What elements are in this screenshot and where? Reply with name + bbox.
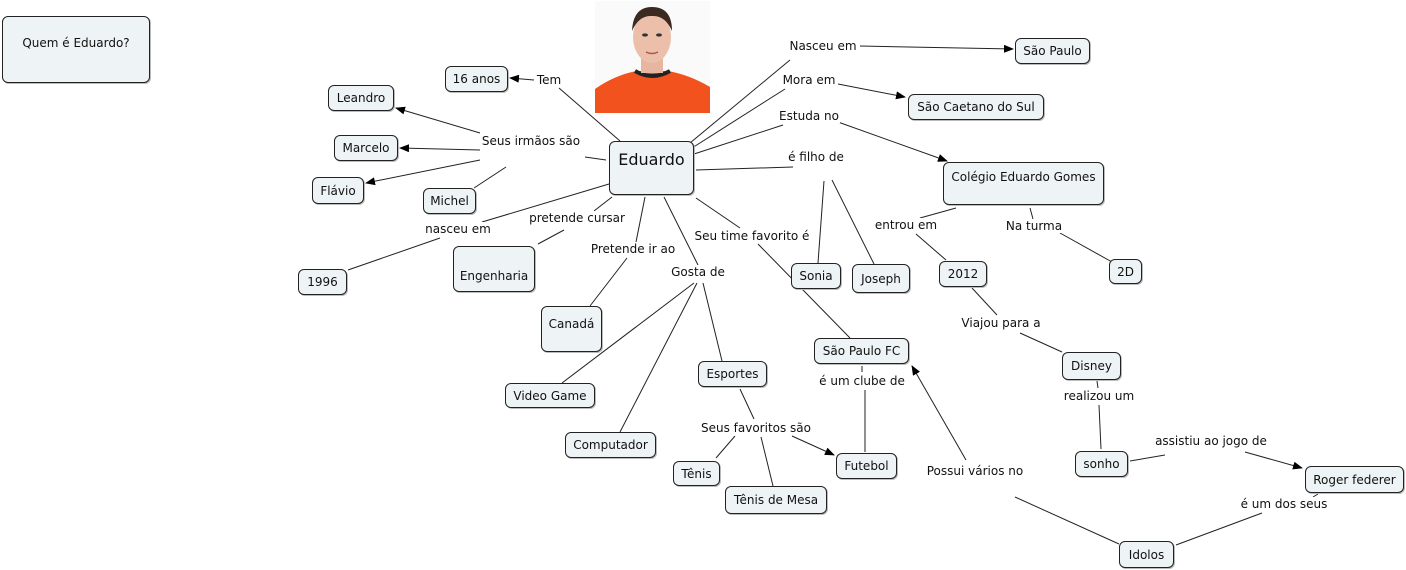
line-connector: [757, 243, 851, 339]
concept-futebol[interactable]: Futebol: [836, 453, 897, 479]
concept-esportes[interactable]: Esportes: [698, 361, 767, 387]
link-label-clube[interactable]: é um clube de: [818, 374, 906, 388]
link-label-na-turma[interactable]: Na turma: [1004, 219, 1064, 233]
link-label-realizou[interactable]: realizou um: [1062, 389, 1136, 403]
link-label-dos-seus[interactable]: é um dos seus: [1239, 497, 1329, 511]
line-connector: [739, 388, 755, 420]
link-label-tem[interactable]: Tem: [535, 73, 563, 87]
line-connector: [1019, 332, 1063, 353]
concept-leandro[interactable]: Leandro: [328, 85, 394, 111]
concept-sao-paulo-fc[interactable]: São Paulo FC: [814, 338, 909, 364]
link-label-mora-em[interactable]: Mora em: [781, 73, 837, 87]
concept-tenis-de-mesa[interactable]: Tênis de Mesa: [725, 486, 827, 514]
arrow-connector: [911, 365, 967, 461]
link-label-irmaos[interactable]: Seus irmãos são: [480, 134, 582, 148]
link-label-possui[interactable]: Possui vários no: [925, 464, 1025, 478]
concept-canada[interactable]: Canadá: [541, 306, 602, 352]
link-label-favoritos[interactable]: Seus favoritos são: [699, 421, 813, 435]
link-label-nasceu-em[interactable]: Nasceu em: [788, 39, 858, 53]
concept-sonho[interactable]: sonho: [1075, 451, 1128, 477]
link-label-assistiu[interactable]: assistiu ao jogo de: [1154, 434, 1268, 448]
line-connector: [1098, 404, 1102, 450]
link-label-time-favorito[interactable]: Seu time favorito é: [693, 229, 811, 243]
line-connector: [347, 237, 441, 271]
line-connector: [619, 282, 698, 433]
concept-16-anos[interactable]: 16 anos: [445, 66, 508, 92]
line-connector: [695, 197, 741, 229]
arrow-connector: [837, 83, 906, 100]
line-connector: [702, 282, 723, 362]
arrow-connector: [1244, 451, 1303, 470]
concept-colegio[interactable]: Colégio Eduardo Gomes: [943, 162, 1104, 205]
link-label-entrou-em[interactable]: entrou em: [873, 218, 939, 232]
concept-disney[interactable]: Disney: [1062, 352, 1121, 380]
line-connector: [663, 196, 699, 266]
line-connector: [691, 88, 786, 149]
concept-sonia[interactable]: Sonia: [791, 263, 841, 289]
line-connector: [831, 179, 875, 265]
line-connector: [1014, 496, 1120, 545]
concept-2d[interactable]: 2D: [1109, 259, 1142, 284]
line-connector: [689, 59, 791, 144]
line-connector: [1059, 232, 1113, 263]
arrow-connector: [509, 74, 535, 83]
link-label-pretende-cursar[interactable]: pretende cursar: [528, 211, 626, 225]
line-connector: [695, 166, 794, 171]
line-connector: [558, 87, 621, 142]
line-connector: [537, 229, 565, 245]
arrow-connector: [399, 144, 481, 153]
arrow-connector: [365, 159, 481, 186]
arrow-connector: [791, 435, 835, 456]
line-connector: [915, 233, 947, 261]
concept-eduardo[interactable]: Eduardo: [609, 141, 694, 195]
focus-question-box[interactable]: Quem é Eduardo?: [2, 16, 150, 83]
concept-1996[interactable]: 1996: [298, 269, 347, 295]
concept-computador[interactable]: Computador: [565, 432, 656, 458]
arrow-connector: [837, 121, 948, 162]
line-connector: [473, 166, 507, 189]
line-connector: [593, 196, 613, 212]
link-label-viajou[interactable]: Viajou para a: [960, 316, 1042, 330]
line-connector: [1312, 493, 1319, 498]
concept-michel[interactable]: Michel: [423, 188, 476, 214]
concept-engenharia[interactable]: Engenharia: [453, 246, 535, 292]
student-portrait-photo: [595, 1, 710, 113]
concept-sao-paulo[interactable]: São Paulo: [1015, 38, 1090, 64]
line-connector: [817, 180, 825, 264]
concept-sao-caetano[interactable]: São Caetano do Sul: [908, 94, 1044, 120]
concept-tenis[interactable]: Tênis: [673, 461, 720, 486]
line-connector: [635, 196, 646, 243]
line-connector: [760, 436, 774, 487]
line-connector: [584, 156, 607, 161]
line-connector: [1029, 207, 1034, 220]
concept-joseph[interactable]: Joseph: [852, 264, 910, 293]
line-connector: [589, 257, 628, 307]
concept-roger-federer[interactable]: Roger federer: [1305, 466, 1404, 493]
concept-video-game[interactable]: Video Game: [505, 383, 595, 408]
line-connector: [919, 207, 957, 219]
line-connector: [481, 183, 610, 223]
line-connector: [1096, 380, 1099, 389]
line-connector: [561, 282, 695, 384]
link-label-estuda-no[interactable]: Estuda no: [778, 109, 840, 123]
line-connector: [971, 287, 998, 316]
concept-marcelo[interactable]: Marcelo: [334, 135, 398, 161]
line-connector: [715, 435, 736, 459]
concept-flavio[interactable]: Flávio: [312, 177, 364, 204]
concept-idolos[interactable]: Idolos: [1119, 541, 1174, 568]
line-connector: [1129, 454, 1166, 462]
line-connector: [693, 124, 784, 155]
arrow-connector: [395, 106, 481, 134]
link-label-filho-de[interactable]: é filho de: [787, 150, 845, 164]
arrow-connector: [859, 44, 1014, 53]
link-label-pretende-ir[interactable]: Pretende ir ao: [589, 242, 677, 256]
concept-2012[interactable]: 2012: [939, 261, 987, 287]
line-connector: [1175, 512, 1263, 546]
link-label-gosta-de[interactable]: Gosta de: [670, 265, 726, 279]
link-label-nasceu-em-1996[interactable]: nasceu em: [424, 222, 492, 236]
